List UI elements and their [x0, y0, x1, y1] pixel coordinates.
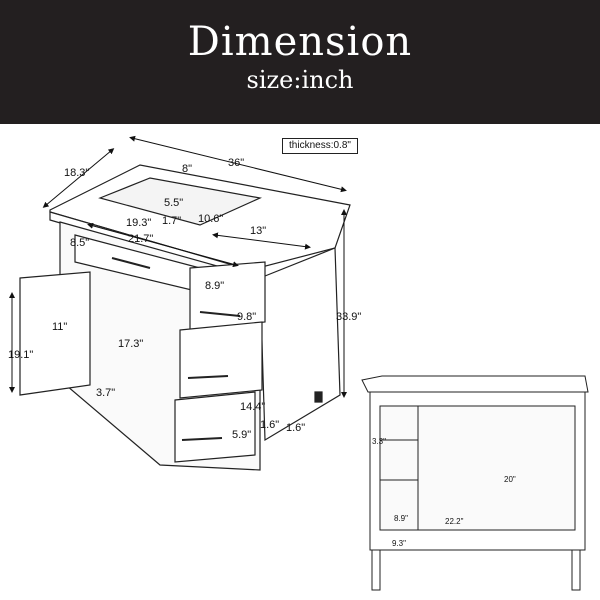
dim-basin-length: 19.3"	[126, 217, 151, 229]
cabinet-side	[259, 247, 341, 442]
dim-small-drawer-width: 8.9"	[205, 280, 224, 292]
back-dim-inner-height: 20"	[504, 475, 516, 484]
vanity-dimension-drawing: 18.3" 36" 8" 5.5" 19.3" 1.7" 10.6" 13" 8…	[8, 135, 589, 591]
back-dim-shelf-gap: 3.3"	[372, 437, 386, 446]
dim-counter-right: 13"	[250, 225, 266, 237]
dim-basin-depth: 10.6"	[198, 213, 223, 225]
dim-rail-a: 1.6"	[260, 419, 279, 431]
open-door	[19, 271, 91, 396]
dim-faucet-depth: 5.5"	[164, 197, 183, 209]
header-banner: Dimension size:inch	[0, 0, 600, 124]
dim-cabinet-height: 17.3"	[118, 338, 143, 350]
page-title: Dimension	[187, 19, 413, 65]
dim-width: 36"	[228, 157, 244, 169]
dim-door-height: 19.1"	[8, 349, 33, 361]
dim-height: 33.9"	[336, 311, 361, 323]
dim-drawer-width: 21.7"	[128, 233, 153, 245]
back-view-leg-right	[571, 549, 581, 591]
dim-door-width: 11"	[52, 321, 67, 333]
dim-bottom-drawer: 5.9"	[232, 429, 251, 441]
back-dim-left-width: 8.9"	[394, 514, 408, 523]
thickness-label: thickness:0.8"	[282, 138, 358, 154]
dim-small-drawer-height: 9.8"	[237, 311, 256, 323]
back-view-leg-left	[371, 549, 381, 591]
dim-toe-kick: 3.7"	[96, 387, 115, 399]
dim-basin-gap: 1.7"	[162, 215, 181, 227]
dim-faucet-spacing: 8"	[182, 163, 192, 175]
dim-drawer-depth: 14.4"	[240, 401, 265, 413]
back-view-interior	[379, 405, 576, 531]
leg-right	[314, 391, 323, 403]
dim-rail-b: 1.6"	[286, 422, 305, 434]
side-drawer-middle	[179, 321, 263, 399]
back-dim-inner-width: 22.2"	[445, 517, 464, 526]
page-subtitle: size:inch	[246, 66, 354, 94]
back-dim-leg-height: 9.3"	[392, 539, 406, 548]
vanity-back-view	[361, 375, 589, 591]
back-view-countertop	[361, 375, 589, 393]
side-drawer-lower	[174, 391, 256, 463]
dimension-lines	[9, 135, 347, 398]
dim-depth: 18.3"	[64, 167, 89, 179]
dim-drawer-height: 8.5"	[70, 237, 89, 249]
